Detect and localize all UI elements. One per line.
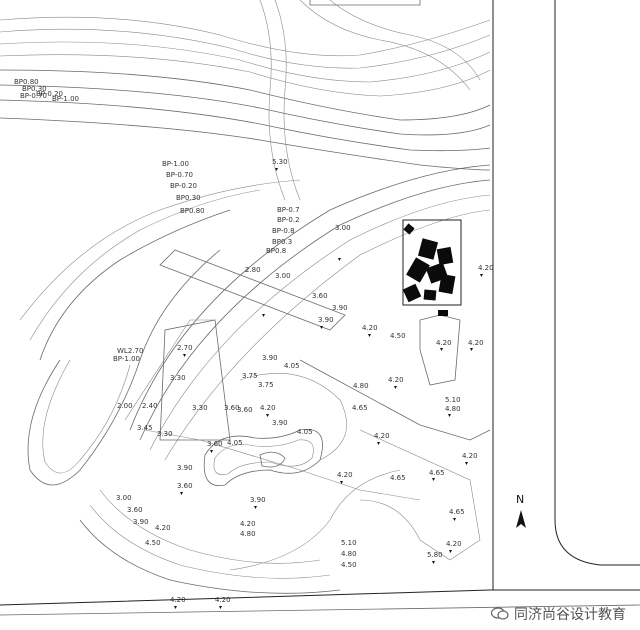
elevation-label: 4.20: [155, 524, 171, 532]
bp-label: BP0.3: [272, 238, 292, 246]
elevation-label: 4.20: [170, 596, 186, 604]
elevation-label: 4.20: [240, 520, 256, 528]
plaza-outlines: [124, 249, 491, 571]
elevation-label: 4.20: [436, 339, 452, 347]
elevation-label: 3.75: [258, 381, 274, 389]
elevation-label: 4.50: [145, 539, 161, 547]
elevation-label: 4.65: [449, 508, 465, 516]
elevation-label: 2.40: [142, 402, 158, 410]
bp-label: BP-1.00: [162, 160, 189, 168]
elevation-label: 3.60: [237, 406, 253, 414]
elevation-markers: [174, 168, 483, 609]
elevation-label: 3.00: [275, 272, 291, 280]
bp-label: BP0.80: [14, 78, 39, 86]
elevation-label: 4.80: [445, 405, 461, 413]
bp-label: BP0.30: [22, 85, 47, 93]
elevation-label: 3.75: [242, 372, 258, 380]
bp-label: BP-0.20: [36, 90, 63, 98]
elevation-label: 3.60: [312, 292, 328, 300]
elevation-label: 4.20: [215, 596, 231, 604]
elevation-label: 4.20: [446, 540, 462, 548]
elevation-label: 4.65: [429, 469, 445, 477]
elevation-label: 3.90: [250, 496, 266, 504]
bp-label: BP-0.7: [277, 206, 300, 214]
elevation-label: 4.20: [374, 432, 390, 440]
elevation-label: 3.45: [137, 424, 153, 432]
bp-label: BP-0.70: [166, 171, 193, 179]
bp-label: BP-1.00: [113, 355, 140, 363]
elevation-label: 4.20: [260, 404, 276, 412]
north-arrow: N: [516, 493, 526, 528]
elevation-label: 2.80: [245, 266, 261, 274]
elevation-label: 3.90: [332, 304, 348, 312]
bp-label: BP-1.00: [52, 95, 79, 103]
western-contours: [19, 179, 341, 594]
elevation-label: 3.00: [335, 224, 351, 232]
elevation-label: 4.05: [297, 428, 313, 436]
road-lines: [0, 0, 640, 616]
elevation-label: 4.50: [390, 332, 406, 340]
elevation-label: 3.60: [207, 440, 223, 448]
elevation-label: 4.65: [352, 404, 368, 412]
elevation-label: 3.60: [127, 506, 143, 514]
elevation-label: 4.80: [353, 382, 369, 390]
bp-label: WL2.70: [117, 347, 143, 355]
elevation-label: 5.30: [272, 158, 288, 166]
elevation-label: 4.20: [462, 452, 478, 460]
elevation-label: 4.20: [468, 339, 484, 347]
chat-bubble-icon: [491, 607, 509, 620]
bp-labels: BP-1.00 BP-0.70 BP-0.20 BP0.30 BP0.80 BP…: [14, 78, 300, 363]
elevation-label: 4.20: [337, 471, 353, 479]
elevation-label: 3.90: [133, 518, 149, 526]
elevation-label: 4.65: [390, 474, 406, 482]
elevation-label: 3.30: [170, 374, 186, 382]
watermark-text: 同济尚谷设计教育: [514, 607, 626, 623]
north-label: N: [516, 493, 524, 506]
bp-label: BP0.8: [266, 247, 286, 255]
elevation-label: 3.90: [262, 354, 278, 362]
elevation-label: 2.70: [177, 344, 193, 352]
arc-contours: [129, 164, 491, 461]
elevation-label: 3.00: [116, 494, 132, 502]
elevation-labels: 5.30 3.00 2.80 3.00 3.60 3.90 3.90 4.20 …: [116, 158, 494, 604]
elevation-label: 3.30: [157, 430, 173, 438]
elevation-label: 3.60: [177, 482, 193, 490]
bp-label: BP-0.2: [277, 216, 300, 224]
watermark: 同济尚谷设计教育: [491, 604, 626, 624]
elevation-label: 3.90: [177, 464, 193, 472]
elevation-label: 4.80: [341, 550, 357, 558]
elevation-label: 3.90: [318, 316, 334, 324]
bp-label: BP-0.20: [170, 182, 197, 190]
elevation-label: 5.80: [427, 551, 443, 559]
building-cluster: [402, 219, 462, 316]
elevation-label: 3.90: [272, 419, 288, 427]
elevation-label: 5.10: [445, 396, 461, 404]
elevation-label: 4.05: [284, 362, 300, 370]
bp-label: BP-0.70: [20, 92, 47, 100]
elevation-label: 5.10: [341, 539, 357, 547]
bp-label: BP0.80: [180, 207, 205, 215]
northern-contours: [0, 0, 491, 201]
elevation-label: 2.00: [117, 402, 133, 410]
elevation-label: 4.20: [478, 264, 494, 272]
elevation-label: 3.30: [192, 404, 208, 412]
elevation-label: 4.05: [227, 439, 243, 447]
elevation-label: 4.20: [388, 376, 404, 384]
bp-label: BP0.30: [176, 194, 201, 202]
bp-label: BP-0.8: [272, 227, 295, 235]
pond-shapes: [203, 373, 347, 487]
elevation-label: 4.50: [341, 561, 357, 569]
elevation-label: 4.20: [362, 324, 378, 332]
elevation-label: 3.60: [224, 404, 240, 412]
elevation-label: 4.80: [240, 530, 256, 538]
